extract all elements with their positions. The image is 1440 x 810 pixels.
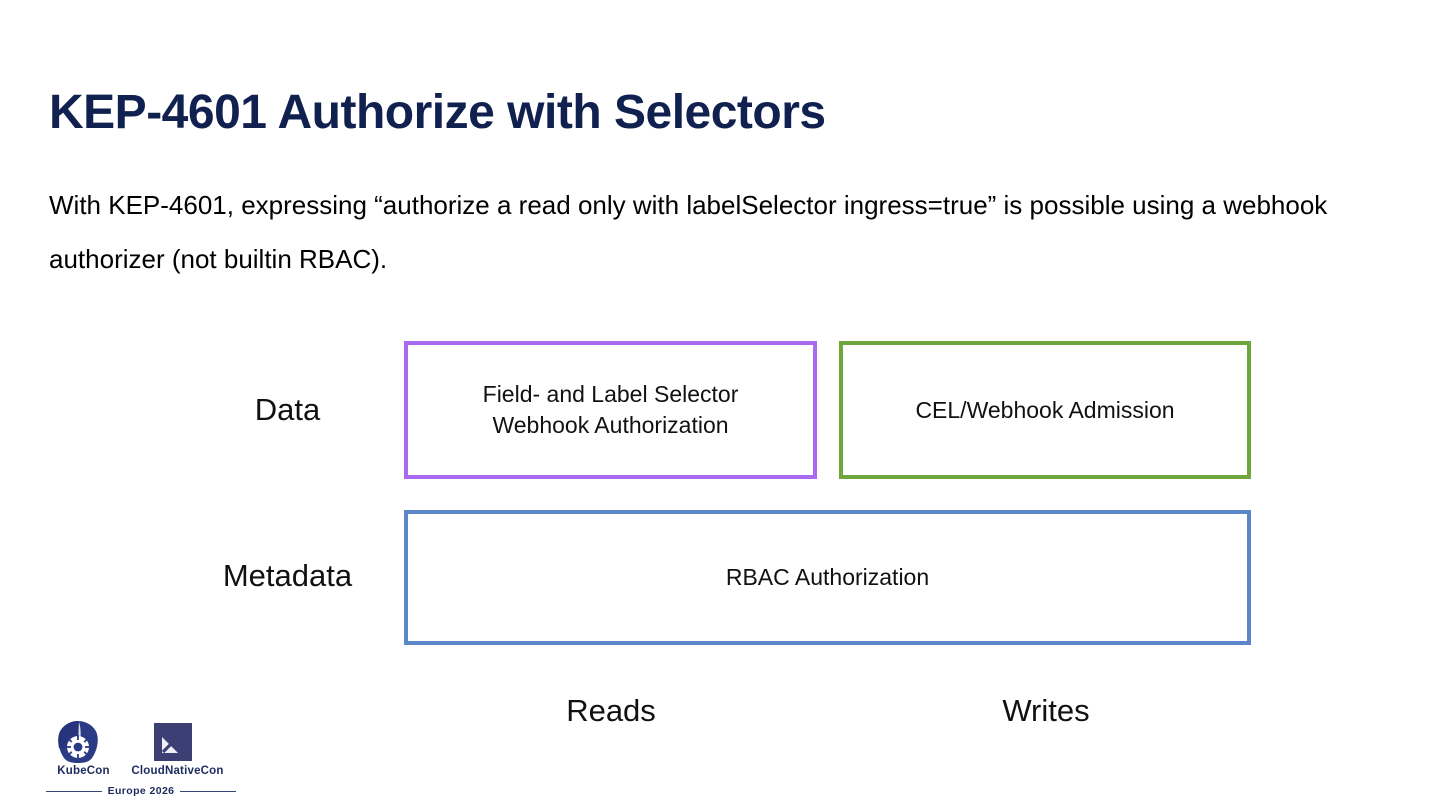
logo-event-line: Europe 2026 (46, 784, 237, 798)
logo-rule-right (180, 790, 237, 792)
box-selector-webhook-authorization-label: Field- and Label Selector Webhook Author… (482, 381, 739, 438)
box-cel-webhook-admission: CEL/Webhook Admission (839, 341, 1251, 479)
flow-label-writes: Writes (1002, 693, 1090, 728)
box-rbac-authorization-label: RBAC Authorization (725, 564, 930, 590)
cloudnativecon-square-icon (154, 723, 192, 761)
page-title: KEP-4601 Authorize with Selectors (49, 86, 826, 139)
kubecon-wordmark: KubeCon (57, 765, 110, 777)
box-selector-webhook-authorization: Field- and Label Selector Webhook Author… (404, 341, 817, 479)
logo-wordmarks: KubeCon CloudNativeCon (46, 765, 236, 781)
box-rbac-authorization: RBAC Authorization (404, 510, 1251, 645)
logo-rule-left (46, 790, 102, 792)
box-cel-webhook-admission-label: CEL/Webhook Admission (915, 396, 1175, 423)
kubecon-cloudnativecon-logo: KubeCon CloudNativeCon Europe 2026 (46, 720, 237, 798)
logo-marks (46, 720, 236, 766)
cloudnativecon-wordmark: CloudNativeCon (131, 765, 224, 777)
slide-body-text: With KEP-4601, expressing “authorize a r… (49, 190, 1328, 274)
flow-label-reads: Reads (566, 693, 656, 728)
row-label-data: Data (254, 392, 321, 427)
kubernetes-helm-icon (55, 720, 101, 764)
logo-event-text: Europe 2026 (107, 785, 175, 797)
row-label-metadata: Metadata (222, 558, 353, 593)
